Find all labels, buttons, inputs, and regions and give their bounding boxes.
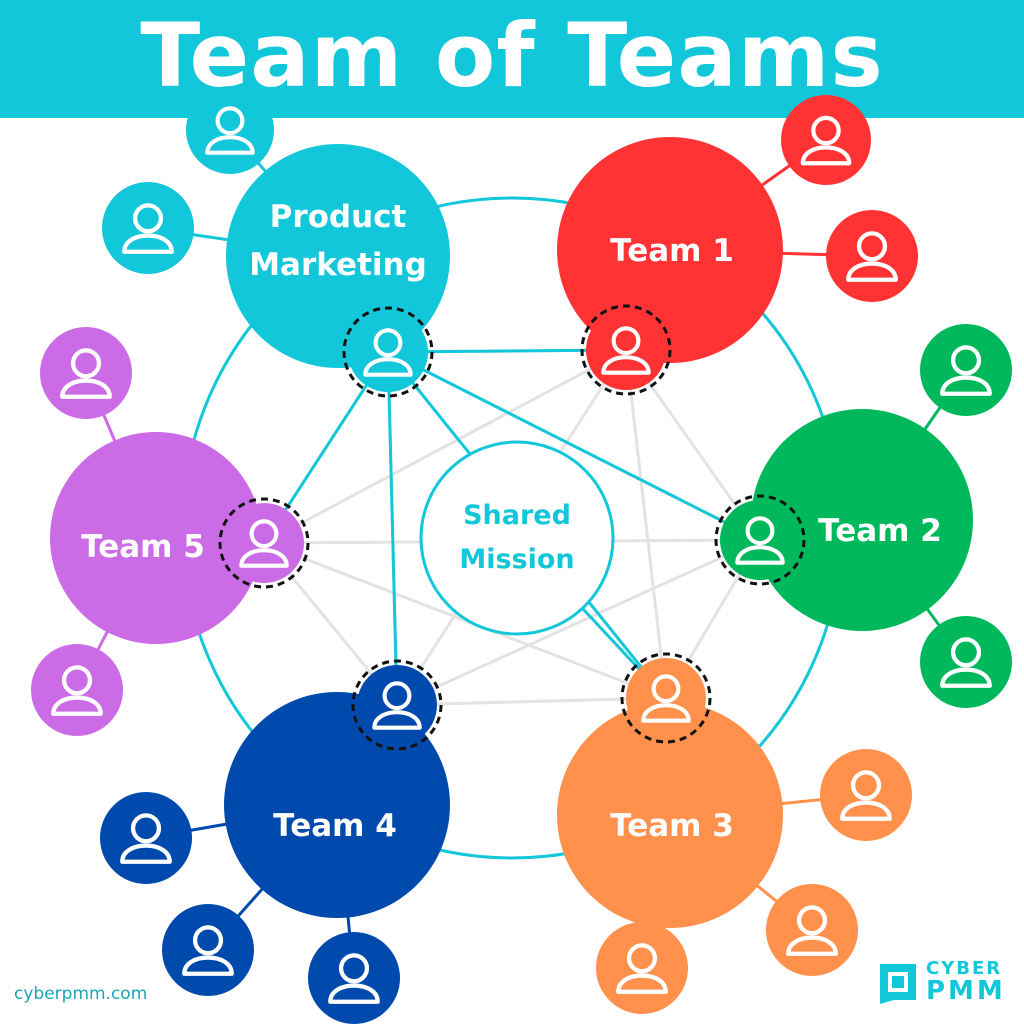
liaison-dashed-outline xyxy=(714,494,806,586)
liaison-dashed-outline xyxy=(580,304,672,396)
liaison-dashed-outline xyxy=(351,659,443,751)
logo-mark-icon xyxy=(880,964,916,1004)
liaison-circle xyxy=(586,310,666,390)
team-member-circle xyxy=(920,324,1012,416)
pm-team-label: Marketing xyxy=(249,247,427,283)
pm-team-label: Product xyxy=(270,199,407,235)
team-member-circle xyxy=(920,616,1012,708)
brand-logo: CYBER PMM xyxy=(876,958,1016,1008)
liaison-circle xyxy=(626,658,706,738)
liaison-circle xyxy=(348,312,428,392)
t3-team-circle xyxy=(557,702,783,928)
t1-team-label: Team 1 xyxy=(610,233,734,269)
website-label[interactable]: cyberpmm.com xyxy=(14,984,148,1004)
liaison-circle xyxy=(720,500,800,580)
team-member-circle xyxy=(40,327,132,419)
t5-team-label: Team 5 xyxy=(81,529,205,565)
t4-team-label: Team 4 xyxy=(273,808,397,844)
liaison-circle xyxy=(224,503,304,583)
mesh-line xyxy=(263,541,667,700)
pm-team-circle xyxy=(226,144,450,368)
mesh-line xyxy=(396,696,667,707)
pm-link-line xyxy=(386,351,399,706)
shared-mission-circle xyxy=(419,440,615,636)
team-member-circle xyxy=(766,884,858,976)
shared-mission-label: Shared xyxy=(463,500,571,531)
t3-team-label: Team 3 xyxy=(610,808,734,844)
t2-team-circle xyxy=(751,409,973,631)
team-member-circle xyxy=(826,210,918,302)
team-member-circle xyxy=(102,182,194,274)
mesh-line xyxy=(263,348,627,545)
t5-team-circle xyxy=(50,432,262,644)
title-banner: Team of Teams xyxy=(0,0,1024,118)
liaison-dashed-outline xyxy=(620,652,712,744)
liaison-dashed-outline xyxy=(342,306,434,398)
team-member-circle xyxy=(596,922,688,1014)
team-member-circle xyxy=(820,749,912,841)
mesh-line xyxy=(396,538,761,707)
logo-text-top: CYBER xyxy=(926,958,1003,979)
page-title: Team of Teams xyxy=(140,4,884,107)
shared-mission-label: Mission xyxy=(459,544,574,575)
team-member-circle xyxy=(186,86,274,174)
t2-team-label: Team 2 xyxy=(818,513,942,549)
logo-text-bottom: PMM xyxy=(926,976,1006,1006)
team-member-circle xyxy=(308,932,400,1024)
team-member-circle xyxy=(781,95,871,185)
liaison-dashed-outline xyxy=(218,497,310,589)
pm-link-line xyxy=(387,350,761,542)
team-member-circle xyxy=(31,644,123,736)
team-member-circle xyxy=(100,792,192,884)
liaison-circle xyxy=(357,665,437,745)
team-member-circle xyxy=(162,904,254,996)
mesh-line xyxy=(624,349,668,699)
